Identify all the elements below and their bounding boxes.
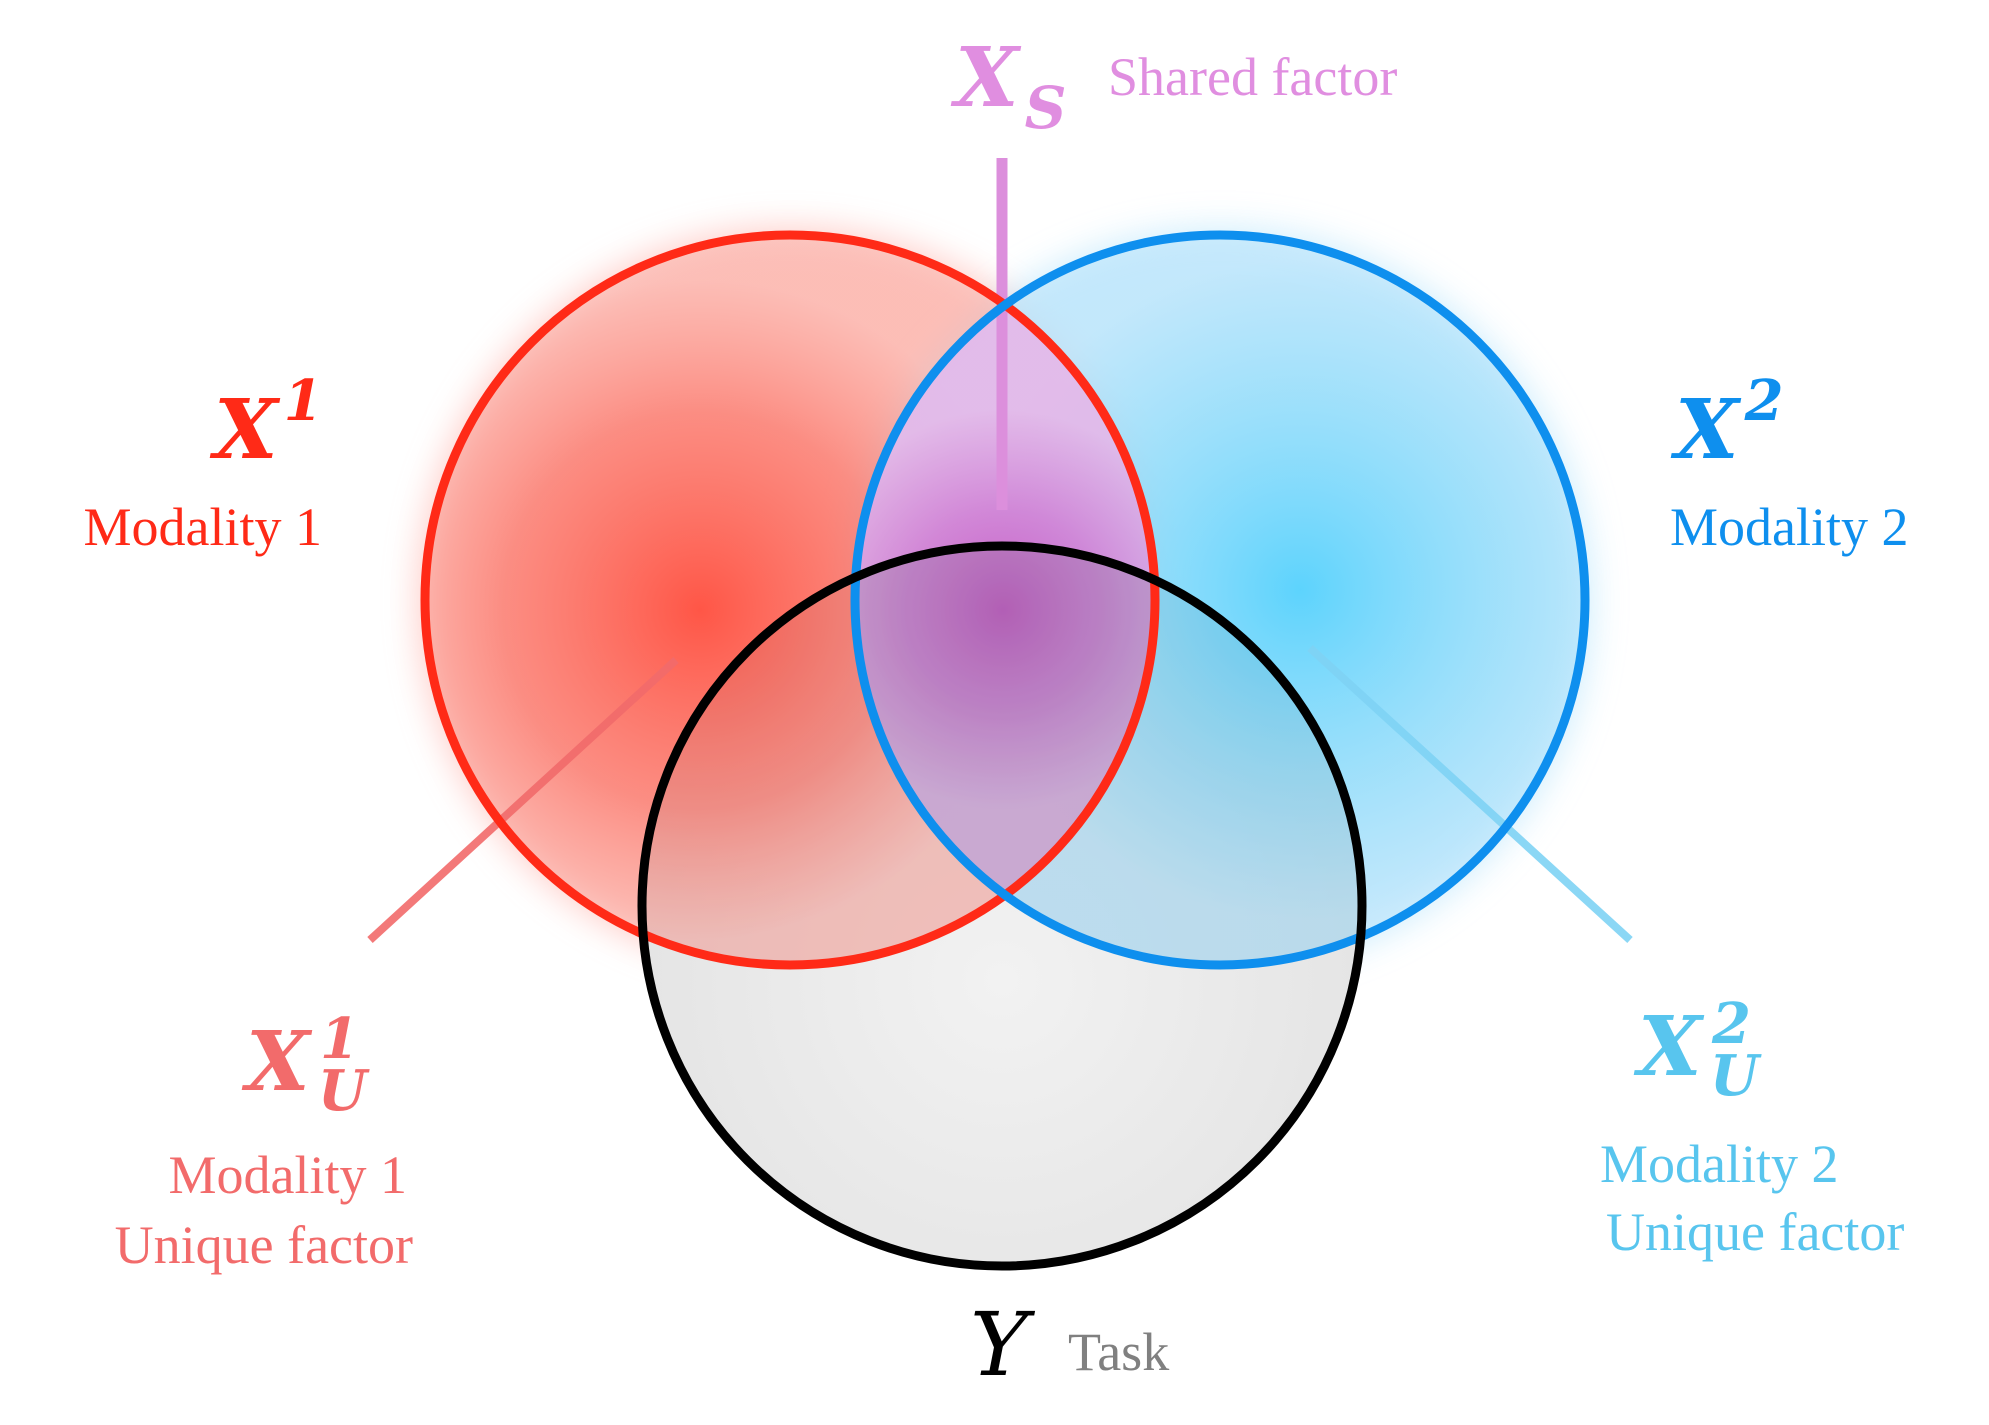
task-circle bbox=[637, 541, 1367, 1271]
unique2-pointer-line bbox=[1307, 645, 1633, 943]
unique2-superscript: 2 bbox=[1711, 991, 1751, 1057]
unique1-symbol: X bbox=[241, 1014, 313, 1110]
unique1-pointer-line bbox=[367, 657, 679, 943]
unique1-subscript: U bbox=[318, 1058, 370, 1124]
unique2-subscript: U bbox=[1710, 1043, 1762, 1109]
unique1-label-line1: Modality 1 bbox=[169, 1145, 408, 1205]
modality2-label: Modality 2 bbox=[1670, 497, 1909, 557]
unique2-label-line2: Unique factor bbox=[1606, 1202, 1904, 1262]
task-label: Task bbox=[1068, 1322, 1169, 1382]
modality1-circle bbox=[420, 230, 1160, 970]
shared-label: Shared factor bbox=[1108, 47, 1397, 107]
unique2-symbol: X bbox=[1633, 999, 1705, 1095]
unique1-superscript: 1 bbox=[320, 1006, 359, 1072]
modality2-circle bbox=[850, 230, 1590, 970]
task-symbol: Y bbox=[970, 1293, 1036, 1396]
unique1-label-line2: Unique factor bbox=[115, 1215, 413, 1275]
modality1-label: Modality 1 bbox=[84, 497, 323, 557]
shared-intersection-fill bbox=[855, 235, 1155, 965]
unique2-label-line1: Modality 2 bbox=[1600, 1134, 1839, 1194]
